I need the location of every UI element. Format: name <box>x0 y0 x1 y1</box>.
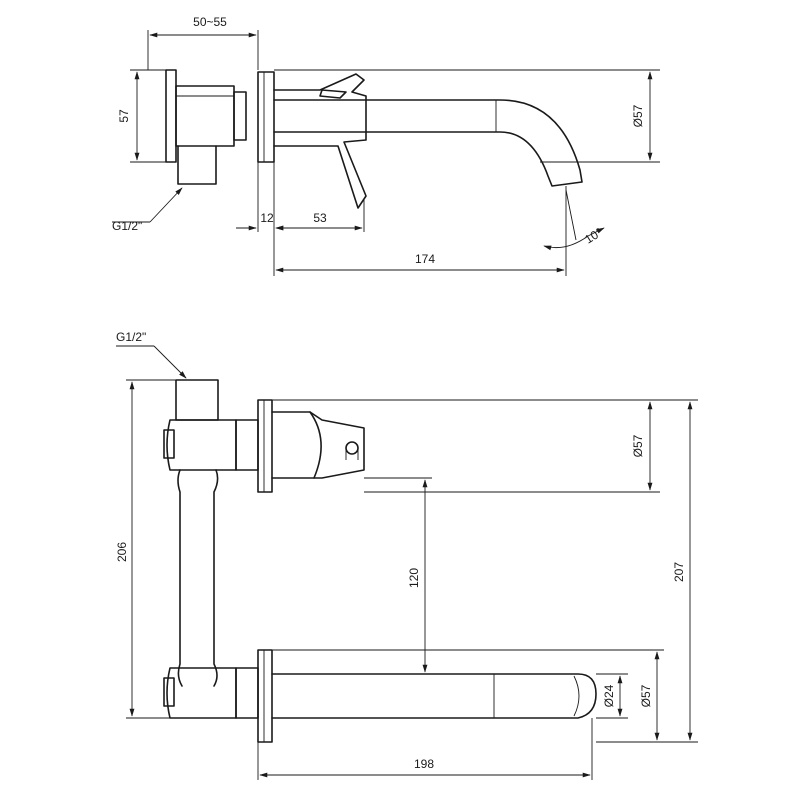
dim-label-bottom-overall-height: 207 <box>672 562 686 582</box>
dim-label-top-offset-12: 12 <box>260 211 274 225</box>
side-mixer-body <box>175 85 235 147</box>
side-flange <box>257 71 275 163</box>
dim-label-top-flange-height: 57 <box>117 109 131 123</box>
label-bottom-connection: G1/2" <box>116 330 146 344</box>
plan-view: G1/2" 206 Ø57 120 207 Ø24 Ø57 198 <box>115 330 698 780</box>
plan-spout <box>271 673 597 719</box>
plan-upper-flange <box>257 399 273 493</box>
side-view: 50~55 57 Ø57 G1/2" 12 53 10° 174 <box>112 15 660 276</box>
plan-lower-body <box>166 667 237 719</box>
plan-inlet-stub <box>175 379 219 421</box>
dim-label-bottom-body-height: 206 <box>115 542 129 562</box>
dim-label-top-spout-length: 174 <box>415 252 435 266</box>
dim-label-bottom-spout-dia: Ø24 <box>602 684 616 707</box>
dim-label-top-offset-53: 53 <box>313 211 327 225</box>
plan-connecting-pipe <box>177 469 219 687</box>
dim-label-bottom-lower-dia: Ø57 <box>639 684 653 707</box>
side-body-step <box>233 91 247 141</box>
plan-lower-flange <box>257 649 273 743</box>
dim-label-top-flange-dia: Ø57 <box>631 104 645 127</box>
label-top-connection: G1/2" <box>112 219 142 233</box>
dim-label-bottom-upper-dia: Ø57 <box>631 434 645 457</box>
dim-label-bottom-center-distance: 120 <box>407 568 421 588</box>
dim-label-top-depth: 50~55 <box>193 15 227 29</box>
side-inlet-stub <box>177 145 217 185</box>
dim-label-top-spout-angle: 10° <box>582 225 605 247</box>
side-handle <box>273 73 367 209</box>
plan-upper-body <box>166 419 237 471</box>
dim-label-bottom-spout-length: 198 <box>414 757 434 771</box>
side-spout <box>273 99 583 187</box>
side-wall-plate <box>165 69 177 163</box>
